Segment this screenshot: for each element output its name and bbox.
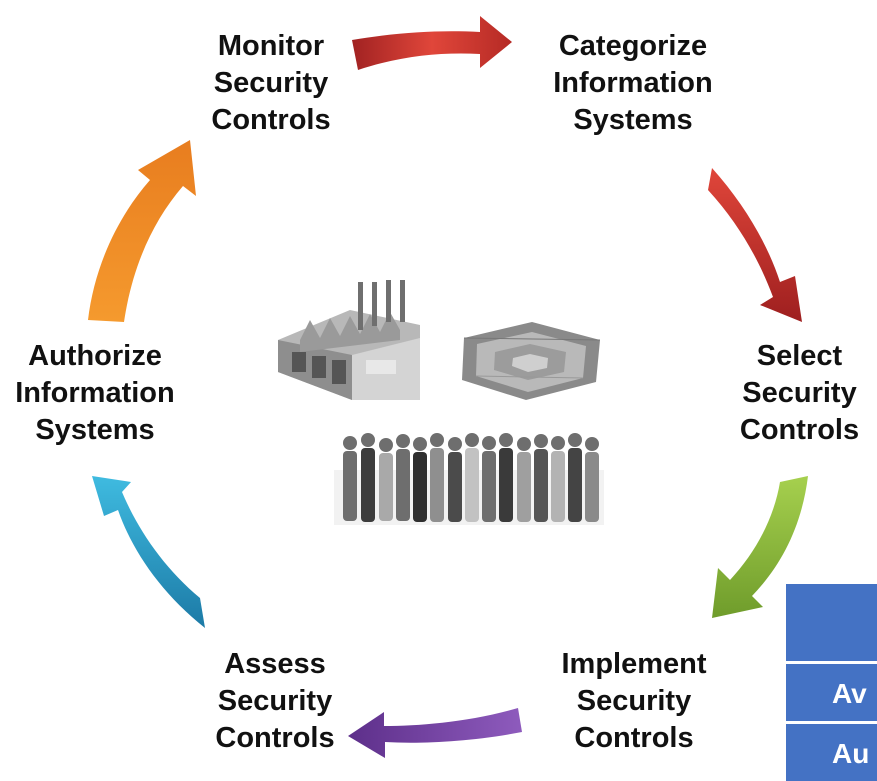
arrow-monitor-to-categorize bbox=[352, 16, 512, 70]
step-line: Systems bbox=[35, 414, 155, 446]
people-group-image bbox=[334, 433, 604, 525]
step-assess-label: Assess Security Controls bbox=[200, 646, 350, 757]
arrow-authorize-to-monitor bbox=[88, 140, 196, 322]
step-line: Assess bbox=[224, 648, 326, 680]
arrow-categorize-to-select bbox=[708, 168, 802, 322]
step-select-label: Select Security Controls bbox=[722, 338, 877, 449]
corner-table-row bbox=[786, 584, 877, 661]
factory-image bbox=[278, 280, 420, 400]
pentagon-image bbox=[462, 322, 601, 400]
step-monitor-label: Monitor Security Controls bbox=[196, 28, 346, 139]
step-line: Controls bbox=[574, 722, 694, 754]
step-categorize-label: Categorize Information Systems bbox=[528, 28, 738, 139]
step-line: Security bbox=[576, 685, 692, 717]
corner-table-row: Au bbox=[786, 721, 877, 781]
step-line: Security bbox=[217, 685, 333, 717]
step-line: Security bbox=[742, 377, 857, 409]
arrow-implement-to-assess bbox=[348, 708, 522, 758]
step-line: Systems bbox=[573, 104, 693, 136]
step-line: Controls bbox=[215, 722, 335, 754]
step-line: Select bbox=[756, 340, 843, 372]
step-line: Information bbox=[15, 377, 175, 409]
step-implement-label: Implement Security Controls bbox=[540, 646, 728, 757]
step-line: Monitor bbox=[217, 30, 325, 62]
arrow-assess-to-authorize bbox=[92, 476, 205, 628]
corner-table: Av Au bbox=[786, 584, 877, 781]
step-line: Information bbox=[553, 67, 713, 99]
corner-table-row: Av bbox=[786, 661, 877, 721]
step-line: Controls bbox=[739, 414, 860, 446]
step-authorize-label: Authorize Information Systems bbox=[0, 338, 190, 449]
step-line: Implement bbox=[561, 648, 707, 680]
step-line: Controls bbox=[211, 104, 331, 136]
step-line: Authorize bbox=[28, 340, 162, 372]
arrow-select-to-implement bbox=[712, 476, 808, 618]
step-line: Security bbox=[213, 67, 329, 99]
step-line: Categorize bbox=[558, 30, 708, 62]
